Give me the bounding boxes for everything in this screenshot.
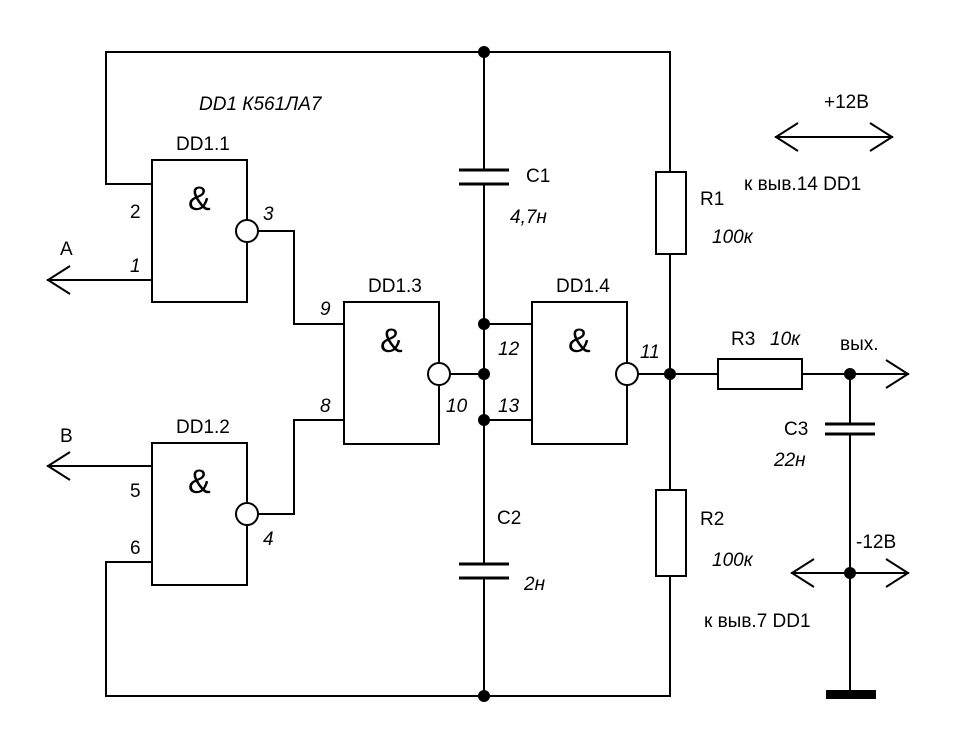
- chip-title: DD1 К561ЛА7: [199, 94, 323, 115]
- plus-supply-right-arrow-icon: [869, 122, 894, 152]
- component-label: R1: [700, 189, 724, 210]
- pin-label: 11: [640, 342, 660, 363]
- resistor-icon: [717, 358, 803, 390]
- junction-dot: [478, 368, 490, 380]
- component-label: R2: [700, 509, 724, 530]
- gate-dd1-4: & DD1.4 12 13 11: [498, 276, 660, 445]
- component-label: C1: [526, 166, 550, 187]
- component-label: C2: [497, 508, 521, 529]
- resistor-r2: R2 100к: [655, 489, 754, 577]
- junction-dot: [844, 567, 856, 579]
- plus-supply-label: +12В: [824, 92, 869, 113]
- minus-supply-left-arrow-icon: [790, 558, 815, 588]
- gate-symbol: &: [188, 180, 211, 218]
- capacitor-icon: [825, 422, 875, 436]
- component-value: 4,7н: [510, 207, 547, 228]
- junction-dots: [478, 46, 856, 702]
- minus-supply-label: -12В: [856, 532, 896, 553]
- gate-dd1-1: & DD1.1 2 1 3: [130, 134, 274, 303]
- pin-label: 4: [263, 529, 274, 550]
- capacitor-c2: C2 2н: [459, 508, 546, 595]
- junction-dot: [664, 368, 676, 380]
- gate-symbol: &: [188, 463, 211, 501]
- junction-dot: [478, 690, 490, 702]
- ground-icon: [826, 690, 876, 699]
- gate-label: DD1.3: [368, 276, 422, 297]
- input-a-arrow-icon: [46, 265, 71, 295]
- gate-label: DD1.4: [556, 276, 610, 297]
- minus-supply-note: к выв.7 DD1: [704, 611, 811, 632]
- component-label: R3: [731, 329, 755, 350]
- component-value: 22н: [773, 450, 806, 471]
- gate-symbol: &: [568, 322, 591, 360]
- pin-label: 13: [498, 396, 520, 417]
- capacitor-icon: [459, 168, 509, 186]
- junction-dot: [478, 414, 490, 426]
- component-value: 10к: [770, 329, 801, 350]
- pin-label: 5: [130, 481, 141, 502]
- plus-supply-left-arrow-icon: [774, 122, 799, 152]
- output-arrow-icon: [885, 359, 910, 389]
- component-label: C3: [784, 419, 808, 440]
- input-b-label: B: [60, 426, 73, 447]
- inverter-bubble-icon: [615, 362, 639, 386]
- pin-label: 3: [263, 204, 274, 225]
- pin-label: 8: [320, 396, 331, 417]
- pin-label: 9: [320, 299, 331, 320]
- gate-label: DD1.1: [176, 134, 230, 155]
- pin-label: 1: [130, 256, 141, 277]
- input-b-arrow-icon: [46, 451, 71, 481]
- capacitor-c1: C1 4,7н: [459, 166, 550, 228]
- resistor-icon: [655, 171, 687, 255]
- junction-dot: [478, 318, 490, 330]
- resistor-r3: R3 10к: [717, 329, 803, 390]
- pin-label: 2: [130, 202, 141, 223]
- pin-label: 6: [130, 538, 141, 559]
- pin-label: 10: [446, 396, 468, 417]
- inverter-bubble-icon: [235, 502, 259, 526]
- capacitor-c3: C3 22н: [773, 419, 875, 471]
- input-a-label: A: [60, 239, 73, 260]
- arrow-heads: [46, 122, 910, 588]
- output-label: вых.: [840, 334, 879, 355]
- junction-dot: [478, 46, 490, 58]
- gate-dd1-3: & DD1.3 9 8 10: [320, 276, 468, 445]
- component-value: 100к: [712, 550, 754, 571]
- inverter-bubble-icon: [235, 219, 259, 243]
- component-value: 2н: [523, 574, 546, 595]
- capacitor-icon: [459, 562, 509, 580]
- component-value: 100к: [712, 227, 754, 248]
- plus-supply-note: к выв.14 DD1: [744, 174, 861, 195]
- inverter-bubble-icon: [427, 362, 451, 386]
- minus-supply-right-arrow-icon: [885, 558, 910, 588]
- gate-dd1-2: & DD1.2 5 6 4: [130, 417, 274, 586]
- resistor-r1: R1 100к: [655, 171, 754, 255]
- gate-label: DD1.2: [176, 417, 230, 438]
- resistor-icon: [655, 489, 687, 577]
- gate-symbol: &: [380, 322, 403, 360]
- junction-dot: [844, 368, 856, 380]
- pin-label: 12: [498, 339, 520, 360]
